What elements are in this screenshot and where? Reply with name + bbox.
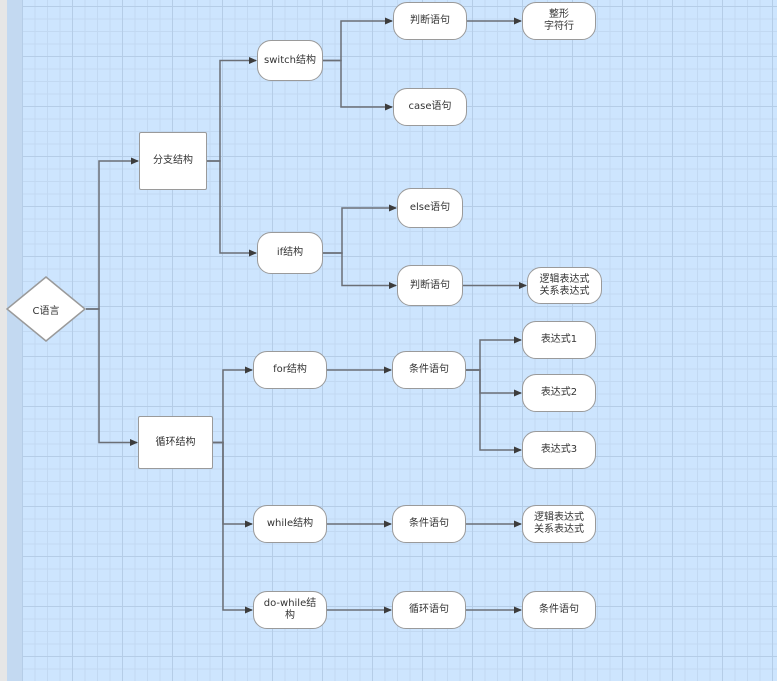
- node-while-condition-statement[interactable]: 条件语句: [392, 505, 466, 543]
- node-label: 整形 字符行: [544, 9, 574, 32]
- connector-for_cond-to-for_expr3: [466, 369, 522, 454]
- node-int-char-types[interactable]: 整形 字符行: [522, 2, 596, 40]
- node-label: case语句: [408, 101, 452, 112]
- connector-loop-to-while: [213, 441, 253, 528]
- node-label: 逻辑表达式 关系表达式: [539, 273, 590, 297]
- node-label: 条件语句: [409, 518, 449, 529]
- node-expression-1[interactable]: 表达式1: [522, 321, 596, 359]
- connector-branch-to-switch: [207, 57, 257, 162]
- node-label: C语言: [32, 305, 60, 317]
- node-label: 判断语句: [410, 15, 450, 26]
- node-loop-statement[interactable]: 循环语句: [392, 591, 466, 629]
- node-c-language[interactable]: C语言: [6, 276, 86, 342]
- node-label: 分支结构: [153, 155, 193, 166]
- connector-loop-to-for: [213, 366, 253, 444]
- node-do-while-condition-statement[interactable]: 条件语句: [522, 591, 596, 629]
- left-ruler-strip: [7, 0, 22, 681]
- node-label: 逻辑表达式 关系表达式: [534, 512, 584, 535]
- node-for-structure[interactable]: for结构: [253, 351, 327, 389]
- node-if-structure[interactable]: if结构: [257, 232, 323, 274]
- connector-switch-to-switch_case: [323, 59, 393, 111]
- node-switch-judge-statement[interactable]: 判断语句: [393, 2, 467, 40]
- node-for-condition-statement[interactable]: 条件语句: [392, 351, 466, 389]
- node-while-logical-relational-expr[interactable]: 逻辑表达式 关系表达式: [522, 505, 596, 543]
- node-label: 表达式1: [540, 334, 578, 345]
- node-label: if结构: [276, 247, 304, 258]
- node-if-judge-statement[interactable]: 判断语句: [397, 265, 463, 306]
- node-branch-structure[interactable]: 分支结构: [139, 132, 207, 190]
- node-label: for结构: [273, 364, 307, 375]
- connector-for_cond-to-for_expr1: [466, 336, 522, 371]
- node-expression-2[interactable]: 表达式2: [522, 374, 596, 412]
- node-label: while结构: [266, 518, 314, 529]
- node-if-logical-relational-expr[interactable]: 逻辑表达式 关系表达式: [527, 267, 602, 304]
- connector-root-to-branch: [86, 157, 139, 310]
- connector-switch-to-switch_judge: [323, 17, 393, 62]
- node-label: 循环语句: [409, 604, 449, 615]
- node-label: 表达式3: [540, 444, 578, 455]
- node-label: switch结构: [264, 54, 316, 66]
- connector-for_cond-to-for_expr2: [466, 369, 522, 397]
- connector-root-to-loop: [86, 308, 138, 446]
- node-label: else语句: [409, 202, 451, 213]
- node-expression-3[interactable]: 表达式3: [522, 431, 596, 469]
- node-label: 表达式2: [540, 387, 578, 398]
- node-while-structure[interactable]: while结构: [253, 505, 327, 543]
- node-else-statement[interactable]: else语句: [397, 188, 463, 228]
- node-label: do-while结 构: [263, 598, 317, 621]
- connector-if-to-if_judge: [323, 252, 397, 289]
- node-do-while-structure[interactable]: do-while结 构: [253, 591, 327, 629]
- connector-loop-to-dowhile: [213, 441, 253, 614]
- node-label: 循环结构: [155, 436, 196, 448]
- node-switch-structure[interactable]: switch结构: [257, 40, 323, 81]
- connector-if-to-if_else: [323, 204, 397, 254]
- node-case-statement[interactable]: case语句: [393, 88, 467, 126]
- node-label: 条件语句: [539, 604, 579, 615]
- connector-branch-to-if: [207, 160, 257, 257]
- left-panel-edge: [0, 0, 7, 681]
- node-loop-structure[interactable]: 循环结构: [138, 416, 213, 469]
- node-label: 判断语句: [410, 279, 450, 291]
- node-label: 条件语句: [409, 364, 449, 375]
- diamond-shape: [6, 276, 86, 342]
